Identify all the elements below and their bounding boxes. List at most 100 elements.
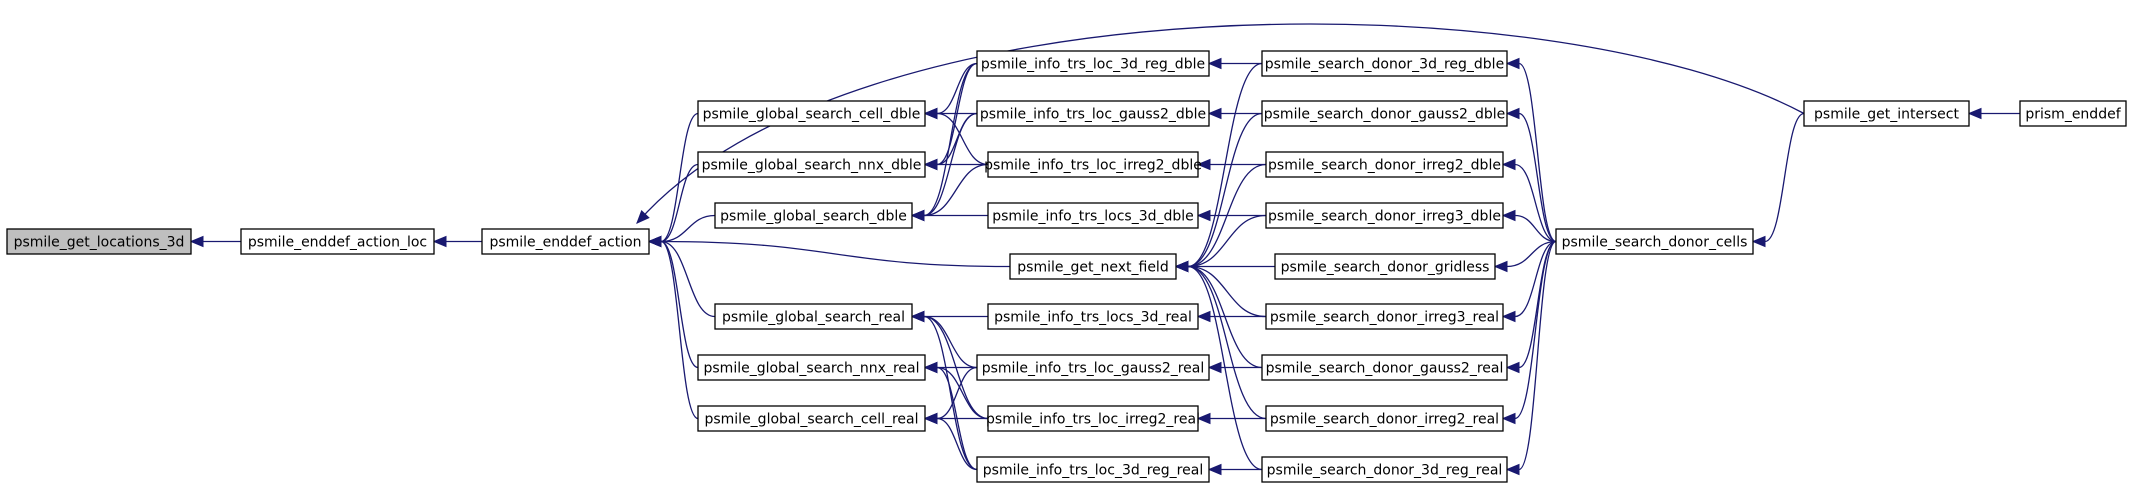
arrowhead-icon [189, 235, 204, 248]
edges-layer [189, 23, 2021, 476]
node-box [481, 228, 650, 255]
node-box [2019, 100, 2127, 127]
node-box [697, 151, 926, 178]
edge-line [650, 163, 699, 243]
edge-sd-cells-to-sd-irreg2-real [1501, 240, 1557, 425]
node-enddef-action[interactable]: psmile_enddef_action [481, 228, 650, 255]
edge-info-locs-3d-dble-to-gs-dble [910, 209, 988, 222]
node-sd-3d-reg-real[interactable]: psmile_search_donor_3d_reg_real [1261, 456, 1508, 483]
arrowhead-icon [1207, 463, 1222, 476]
arrowhead-icon [923, 361, 938, 374]
arrowhead-icon [432, 235, 447, 248]
arrowhead-icon [923, 412, 938, 425]
node-info-locs-3d-dble[interactable]: psmile_info_trs_locs_3d_dble [987, 202, 1199, 229]
edge-sd-irreg3-dble-to-info-locs-3d-dble [1196, 209, 1266, 222]
node-gs-real[interactable]: psmile_global_search_real [714, 303, 913, 330]
arrowhead-icon [1501, 310, 1516, 323]
edge-sd-3d-reg-real-to-info-3d-reg-real [1207, 463, 1262, 476]
arrowhead-icon [910, 209, 925, 222]
node-label: psmile_search_donor_gauss2_dble [1264, 107, 1505, 123]
edge-sd-cells-to-sd-irreg2-dble [1501, 158, 1557, 243]
node-info-irreg2-real[interactable]: psmile_info_trs_loc_irreg2_real [986, 405, 1200, 432]
node-info-irreg2-dble[interactable]: psmile_info_trs_loc_irreg2_dble [984, 151, 1202, 178]
node-sd-irreg2-real[interactable]: psmile_search_donor_irreg2_real [1265, 405, 1504, 432]
edge-sd-gauss2-dble-to-info-gauss2-dble [1207, 107, 1263, 120]
edge-line [1177, 265, 1267, 420]
edge-line [650, 240, 699, 420]
node-box [987, 151, 1199, 178]
node-sd-irreg3-dble[interactable]: psmile_search_donor_irreg3_dble [1265, 202, 1504, 229]
arrowhead-icon [1751, 235, 1766, 248]
node-box [697, 405, 926, 432]
node-label: psmile_global_search_nnx_dble [702, 158, 922, 174]
node-box [987, 303, 1199, 330]
edge-line [1504, 240, 1557, 318]
node-label: psmile_global_search_cell_real [704, 412, 918, 428]
edge-line [913, 112, 978, 217]
node-gs-nnx-real[interactable]: psmile_global_search_nnx_real [697, 354, 926, 381]
edge-line [1508, 240, 1557, 369]
node-box [1261, 100, 1508, 127]
node-label: psmile_get_next_field [1017, 260, 1168, 276]
edge-info-3d-reg-real-to-gs-cell-real [923, 412, 978, 471]
node-sd-gridless[interactable]: psmile_search_donor_gridless [1274, 253, 1496, 280]
node-label: psmile_enddef_action_loc [248, 235, 427, 251]
edge-enddef-action-loc-to-get-locations-3d [189, 235, 242, 248]
arrowhead-icon [1501, 209, 1516, 222]
arrowhead-icon [1196, 158, 1211, 171]
node-label: psmile_info_trs_loc_irreg2_real [986, 412, 1200, 428]
node-label: psmile_enddef_action [489, 235, 641, 251]
node-box [976, 100, 1210, 127]
node-box [6, 228, 192, 255]
edge-line [1177, 163, 1267, 268]
node-box [976, 50, 1210, 77]
node-info-3d-reg-dble[interactable]: psmile_info_trs_loc_3d_reg_dble [976, 50, 1210, 77]
node-gs-nnx-dble[interactable]: psmile_global_search_nnx_dble [697, 151, 926, 178]
node-prism-enddef[interactable]: prism_enddef [2019, 100, 2127, 127]
node-info-locs-3d-real[interactable]: psmile_info_trs_locs_3d_real [987, 303, 1199, 330]
node-sd-cells[interactable]: psmile_search_donor_cells [1555, 228, 1754, 255]
edge-line [1177, 112, 1263, 268]
node-enddef-action-loc[interactable]: psmile_enddef_action_loc [240, 228, 435, 255]
node-get-next-field[interactable]: psmile_get_next_field [1009, 253, 1177, 280]
node-gs-cell-dble[interactable]: psmile_global_search_cell_dble [697, 100, 926, 127]
node-gs-dble[interactable]: psmile_global_search_dble [714, 202, 913, 229]
node-get-locations-3d[interactable]: psmile_get_locations_3d [6, 228, 192, 255]
arrowhead-icon [1505, 57, 1520, 70]
edge-line [926, 112, 989, 166]
edge-line [926, 417, 978, 471]
node-sd-irreg3-real[interactable]: psmile_search_donor_irreg3_real [1265, 303, 1504, 330]
edge-line [650, 240, 1011, 268]
node-get-intersect[interactable]: psmile_get_intersect [1803, 100, 1970, 127]
arrowhead-icon [1207, 107, 1222, 120]
edge-sd-irreg3-real-to-info-locs-3d-real [1196, 310, 1266, 323]
arrowhead-icon [1196, 412, 1211, 425]
edge-line [650, 112, 699, 243]
edge-line [636, 23, 1805, 224]
node-sd-irreg2-dble[interactable]: psmile_search_donor_irreg2_dble [1265, 151, 1504, 178]
edge-line [913, 62, 978, 217]
node-box [240, 228, 435, 255]
node-info-gauss2-dble[interactable]: psmile_info_trs_loc_gauss2_dble [976, 100, 1210, 127]
edge-line [1177, 265, 1263, 471]
node-label: psmile_global_search_dble [720, 209, 907, 225]
node-info-3d-reg-real[interactable]: psmile_info_trs_loc_3d_reg_real [976, 456, 1210, 483]
arrowhead-icon [923, 158, 938, 171]
edge-gs-real-to-enddef-action [647, 235, 716, 318]
node-sd-3d-reg-dble[interactable]: psmile_search_donor_3d_reg_dble [1261, 50, 1508, 77]
node-sd-gauss2-real[interactable]: psmile_search_donor_gauss2_real [1261, 354, 1508, 381]
node-label: psmile_info_trs_loc_irreg2_dble [984, 158, 1202, 174]
edge-sd-cells-to-sd-gauss2-dble [1505, 107, 1557, 243]
edge-line [1177, 62, 1263, 268]
node-label: psmile_search_donor_3d_reg_real [1267, 463, 1503, 479]
node-sd-gauss2-dble[interactable]: psmile_search_donor_gauss2_dble [1261, 100, 1508, 127]
node-box [1261, 456, 1508, 483]
edge-info-3d-reg-real-to-gs-nnx-real [923, 361, 978, 471]
edge-line [1754, 112, 1805, 243]
edge-sd-cells-to-sd-3d-reg-dble [1505, 57, 1557, 243]
edge-enddef-action-to-enddef-action-loc [432, 235, 483, 248]
node-info-gauss2-real[interactable]: psmile_info_trs_loc_gauss2_real [976, 354, 1210, 381]
node-box [1265, 202, 1504, 229]
node-gs-cell-real[interactable]: psmile_global_search_cell_real [697, 405, 926, 432]
